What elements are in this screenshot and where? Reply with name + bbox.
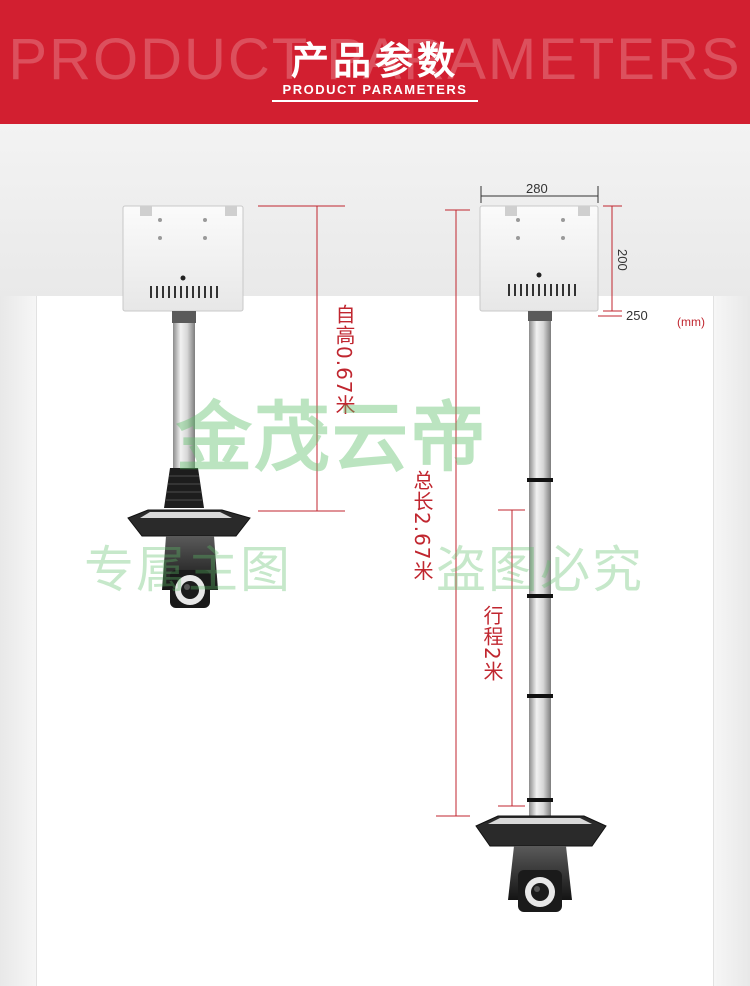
pole-joint [527,798,553,802]
left-motor-box [122,205,244,312]
pole-joint [527,694,553,698]
subtitle-underline [272,100,478,102]
total-length-label: 总长2.67米 [410,470,434,582]
depth-label: 250 [626,308,648,323]
brand-watermark: 金茂云帝 [176,393,488,482]
pole-joint [527,478,553,482]
travel-label: 行程2米 [480,605,504,682]
left-height-label: 自高0.67米 [332,304,356,416]
unit-label: (mm) [677,315,705,329]
header-banner: PRODUCT PARAMETERS 产品参数 PRODUCT PARAMETE… [0,0,750,124]
page-title: 产品参数 [290,39,459,83]
dimension-lines [258,205,622,817]
banner-background-text: PRODUCT PARAMETERS [8,27,742,92]
right-watermark: 盗图必究 [436,541,644,599]
width-dimension [480,186,599,203]
height-label: 200 [615,249,630,271]
left-bellows [164,468,204,508]
left-watermark: 专属主图 [84,541,292,599]
left-pole [173,323,195,468]
right-lift-unit [475,205,607,912]
pole-joint [527,594,553,598]
width-label: 280 [526,181,548,196]
right-pole [529,321,551,816]
back-wall [36,296,714,986]
left-wall [0,296,36,986]
page-subtitle: PRODUCT PARAMETERS [282,82,468,97]
right-wall [714,296,750,986]
left-lift-unit [122,205,251,608]
